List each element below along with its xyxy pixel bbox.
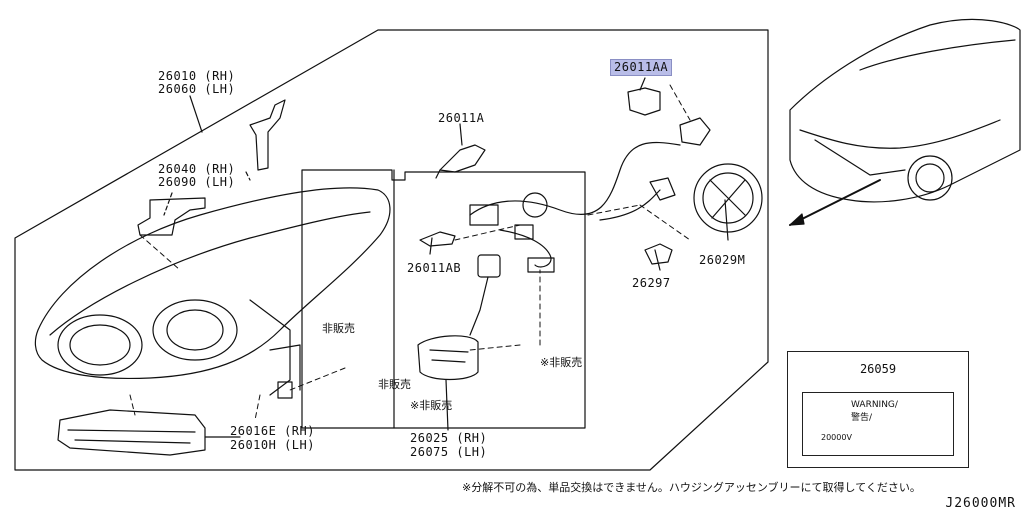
lower-unit [57, 409, 206, 456]
cap-26029m [693, 163, 763, 233]
label-26075-lh: 26075 (LH) [410, 445, 488, 459]
label-26040-rh: 26040 (RH) [158, 162, 236, 176]
diagram-code: J26000MR [945, 496, 1016, 511]
car-sketch [789, 18, 1021, 203]
not-sold-marked-1: ※非販売 [410, 399, 453, 412]
not-sold-note-1: 非販売 [322, 322, 355, 335]
label-26297: 26297 [632, 276, 671, 290]
not-sold-marked-2: ※非販売 [540, 356, 583, 369]
ballast [417, 335, 479, 381]
warning-plate: WARNING/ 警告/ 20000V [802, 392, 954, 456]
not-sold-note-2: 非販売 [378, 378, 411, 391]
label-26011aa: 26011AA [610, 59, 673, 76]
warning-jp: 警告/ [851, 413, 873, 423]
label-26011ab: 26011AB [407, 261, 462, 275]
warning-en: WARNING/ [851, 400, 898, 410]
assembly-frame [14, 29, 769, 471]
label-26010-rh: 26010 (RH) [158, 69, 236, 83]
warning-label-inset: 26059 WARNING/ 警告/ 20000V [787, 351, 969, 468]
inner-frame [301, 169, 586, 429]
label-26016e-rh: 26016E (RH) [230, 424, 315, 438]
voltage-label: 20000V [821, 433, 852, 442]
label-26025-rh: 26025 (RH) [410, 431, 488, 445]
warning-text: WARNING/ 警告/ [851, 400, 898, 423]
label-26060-lh: 26060 (LH) [158, 82, 236, 96]
headlamp-housing [34, 187, 391, 379]
label-26059: 26059 [859, 362, 897, 376]
label-26090-lh: 26090 (LH) [158, 175, 236, 189]
label-26011a: 26011A [438, 111, 485, 125]
bulb-26011a [439, 144, 486, 173]
label-26010h-lh: 26010H (LH) [230, 438, 315, 452]
footnote: ※分解不可の為、単品交換はできません。ハウジングアッセンブリーにて取得してくださ… [462, 481, 921, 494]
label-26029m: 26029M [699, 253, 746, 267]
